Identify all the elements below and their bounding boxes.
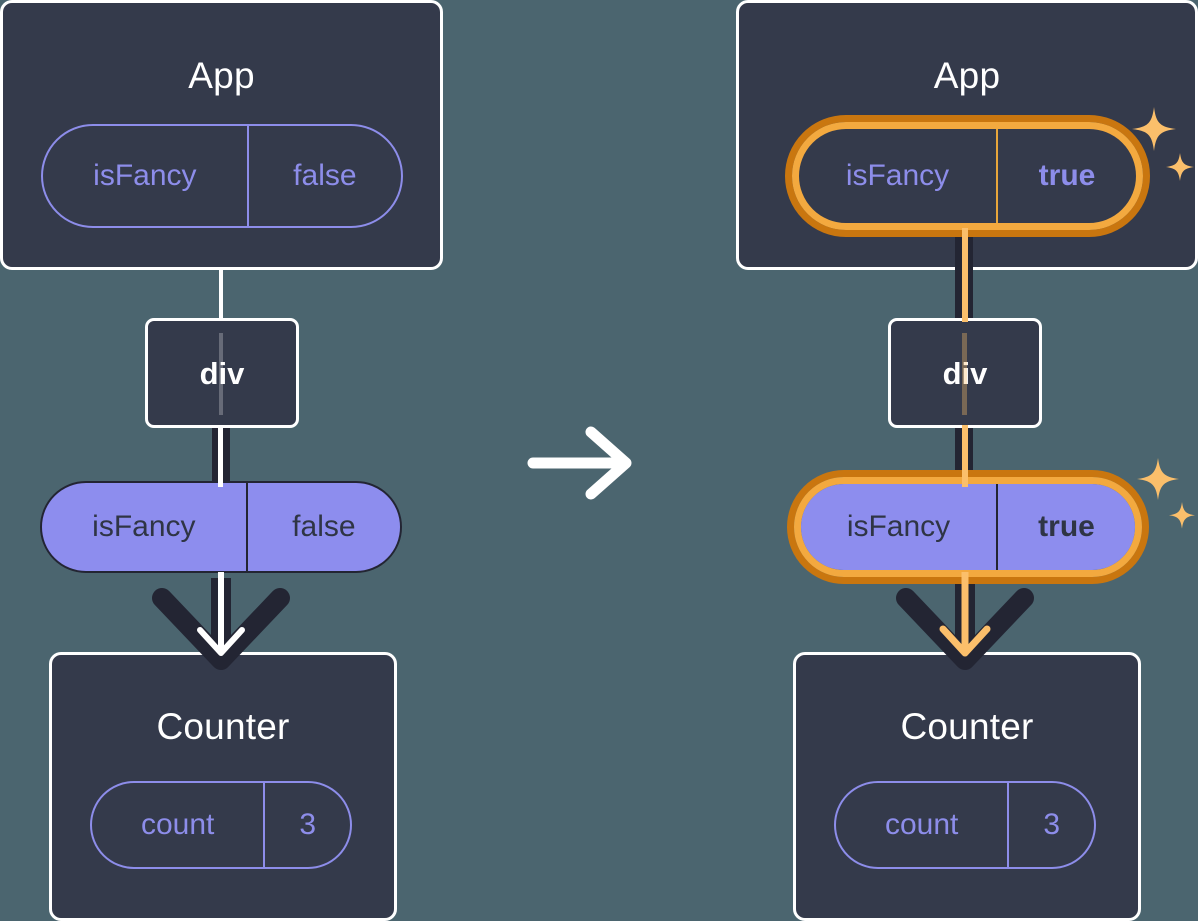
- sparkles-icon-app-right: [1132, 107, 1194, 181]
- counter-title-left: Counter: [156, 706, 290, 747]
- sparkles-icon-prop-right: [1137, 458, 1195, 529]
- state-pill-count-left[interactable]: count 3: [90, 781, 352, 869]
- count-pill-key: count: [140, 808, 215, 841]
- count-pill-key: count: [884, 808, 959, 841]
- state-pill-isfancy-app-right[interactable]: isFancy true: [799, 129, 1136, 223]
- arrow-core-right: [939, 572, 991, 657]
- app-title-left: App: [188, 55, 255, 96]
- prop-pill-isfancy-left[interactable]: isFancy false: [40, 481, 402, 573]
- prop-pill-key: isFancy: [846, 510, 951, 543]
- arrow-core-left: [197, 572, 245, 656]
- wire-div-to-prop-inner-left: [218, 425, 223, 487]
- div-label-left: div: [199, 355, 245, 391]
- transition-arrow-icon: [527, 426, 632, 500]
- prop-pill-key: isFancy: [92, 510, 196, 543]
- state-pill-key: isFancy: [845, 159, 950, 192]
- wire-div-to-prop-inner-right: [962, 425, 968, 487]
- prop-pill-value: true: [996, 484, 1135, 570]
- state-pill-value: false: [246, 126, 401, 226]
- wire-through-div-right: [962, 333, 967, 415]
- count-pill-value: 3: [263, 783, 350, 867]
- state-pill-isfancy-app-left[interactable]: isFancy false: [41, 124, 403, 228]
- prop-pill-value: false: [245, 483, 400, 571]
- state-pill-count-right[interactable]: count 3: [834, 781, 1096, 869]
- app-title-right: App: [933, 55, 1001, 96]
- counter-title-right: Counter: [900, 706, 1034, 747]
- wire-app-to-div-left: [219, 266, 223, 320]
- component-box-counter-left: Counter: [49, 652, 397, 921]
- state-pill-value: true: [996, 129, 1136, 223]
- highlight-ring-inner: [792, 122, 1143, 230]
- wire-app-to-div-inner-right: [962, 228, 968, 322]
- wire-through-div-left: [219, 333, 223, 415]
- div-label-right: div: [942, 355, 988, 391]
- state-pill-key: isFancy: [93, 159, 197, 192]
- count-pill-value: 3: [1007, 783, 1094, 867]
- prop-pill-isfancy-right[interactable]: isFancy true: [801, 484, 1135, 570]
